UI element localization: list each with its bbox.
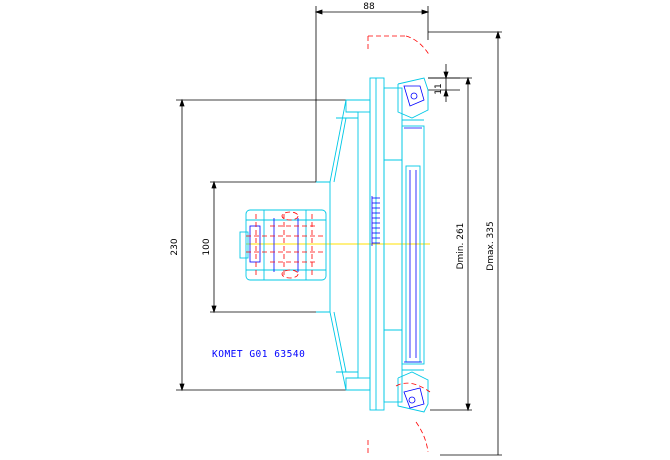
hidden-lines [246,35,431,456]
dimension-dmin-label: Dmin. 261 [456,223,466,270]
tool-detail-lines [249,85,425,409]
part-number-label: KOMET G01 63540 [212,349,305,360]
dimension-lines [176,6,502,456]
dimension-width-label: 88 [363,2,375,12]
dimension-dmax-label: Dmax. 335 [486,221,496,270]
tool-body-outline [239,77,429,413]
dimension-height-inner-label: 100 [202,238,212,255]
dimension-height-outer-label: 230 [170,238,180,255]
dimension-insert-offset-label: 11 [434,83,444,94]
